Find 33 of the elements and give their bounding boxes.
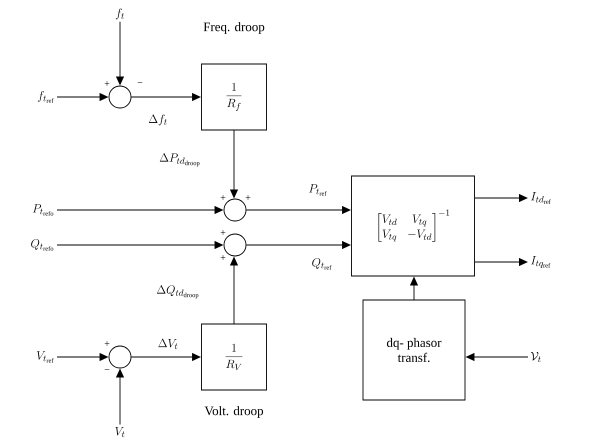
signal-label: $P_{t_{\mathrm{refo}}}$ [32,204,54,216]
signal-label: $\mathcal{V}_{t}$ [530,352,541,362]
signal-label: $I_{tq_{\mathrm{ref}}}$ [530,256,550,268]
sign-label: + [220,230,226,235]
sign-label: − [104,369,110,370]
signal-label: $V_{t}$ [115,427,125,438]
edge-label: $Q_{t_{\mathrm{ref}}}$ [312,258,332,270]
sign-label: + [220,195,226,200]
signal-label: $f_{t_{\mathrm{ref}}}$ [38,91,54,103]
signal-label: $I_{td_{\mathrm{ref}}}$ [530,192,551,204]
block-box: $\begin{bmatrix}V_{td} & V_{tq}\\ V_{tq} & -V_{td}\end{bmatrix}^{-1}$ [351,176,475,276]
signal-label: $Q_{t_{\mathrm{refo}}}$ [31,239,54,251]
edge-label: $P_{t_{\mathrm{ref}}}$ [309,184,327,196]
sign-label: − [138,82,142,83]
block-box: dq- phasor transf. [362,300,466,400]
block-caption: Freq. droop [204,22,264,34]
edge-label: $\Delta P_{td_{\mathrm{droop}}}$ [160,153,200,167]
block-box: $\frac{1}{R_{f}}$ [201,64,267,130]
summing-junction [224,198,246,222]
summing-junction [224,234,246,256]
summing-junction [108,346,132,368]
block-caption: Volt. droop [204,406,264,418]
signal-label: $f_{t}$ [116,8,124,20]
block-box: $\frac{1}{R_{V}}$ [201,324,267,390]
sign-label: + [104,341,110,346]
sign-label: + [104,81,110,86]
edge-label: $\Delta f_{t}$ [148,114,167,126]
summing-junction [108,86,132,108]
sign-label: + [220,255,226,260]
signal-label: $V_{t_{\mathrm{ref}}}$ [36,351,54,363]
sign-label: + [246,195,250,200]
edge-label: $\Delta Q_{td_{\mathrm{droop}}}$ [156,285,198,299]
edge-label: $\Delta V_{t}$ [158,338,178,350]
